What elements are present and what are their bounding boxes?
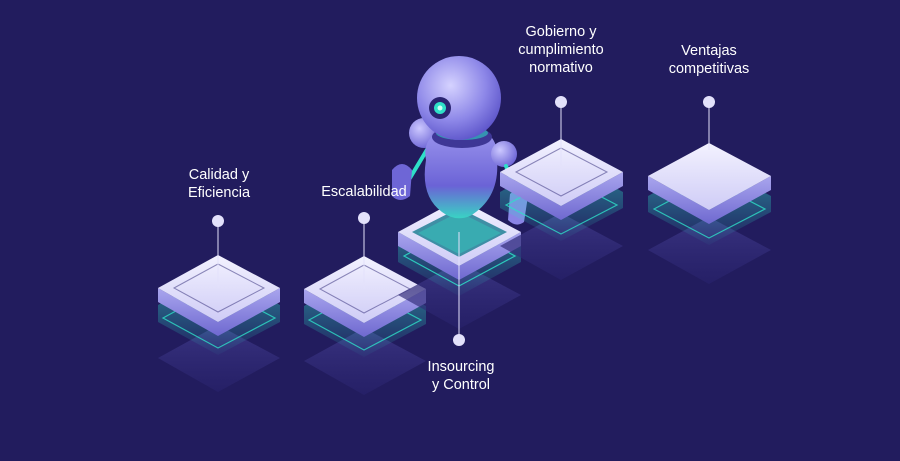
label-ventajas: Ventajas competitivas <box>668 43 750 77</box>
label-escalabilidad: Escalabilidad <box>321 184 407 200</box>
pin-icon <box>358 212 370 224</box>
platform-reflection <box>158 325 280 392</box>
pin-icon <box>703 96 715 108</box>
robot-head <box>417 56 501 140</box>
platform-insourcing <box>398 199 521 346</box>
platform-side <box>500 172 623 220</box>
platform-top-inset <box>514 147 609 197</box>
platform-calidad <box>158 215 280 392</box>
platform-top-inset <box>172 263 266 313</box>
platform-gobierno <box>500 96 623 280</box>
pin-icon <box>555 96 567 108</box>
platform-top <box>500 139 623 206</box>
label-gobierno: Gobierno y cumplimiento normativo <box>518 24 604 76</box>
platform-top <box>304 256 426 323</box>
platform-reflection <box>500 213 623 280</box>
platform-side <box>648 176 771 224</box>
platform-side <box>158 288 280 336</box>
robot-left-hand <box>392 164 412 200</box>
pin-icon <box>453 334 465 346</box>
label-calidad: Calidad y Eficiencia <box>187 167 251 201</box>
platform-reflection <box>648 217 771 284</box>
robot-right-shoulder <box>491 141 517 167</box>
robot-eye-core <box>437 105 443 111</box>
platform-reflection <box>304 328 426 395</box>
robot-left-arm <box>408 146 430 180</box>
platform-top <box>648 143 771 210</box>
platform-escalabilidad <box>304 212 426 395</box>
label-insourcing: Insourcing y Control <box>427 359 495 393</box>
pin-icon <box>212 215 224 227</box>
platform-side <box>304 289 426 337</box>
platform-top <box>158 255 280 322</box>
platform-ventajas <box>648 96 771 284</box>
robot-body <box>424 126 498 219</box>
